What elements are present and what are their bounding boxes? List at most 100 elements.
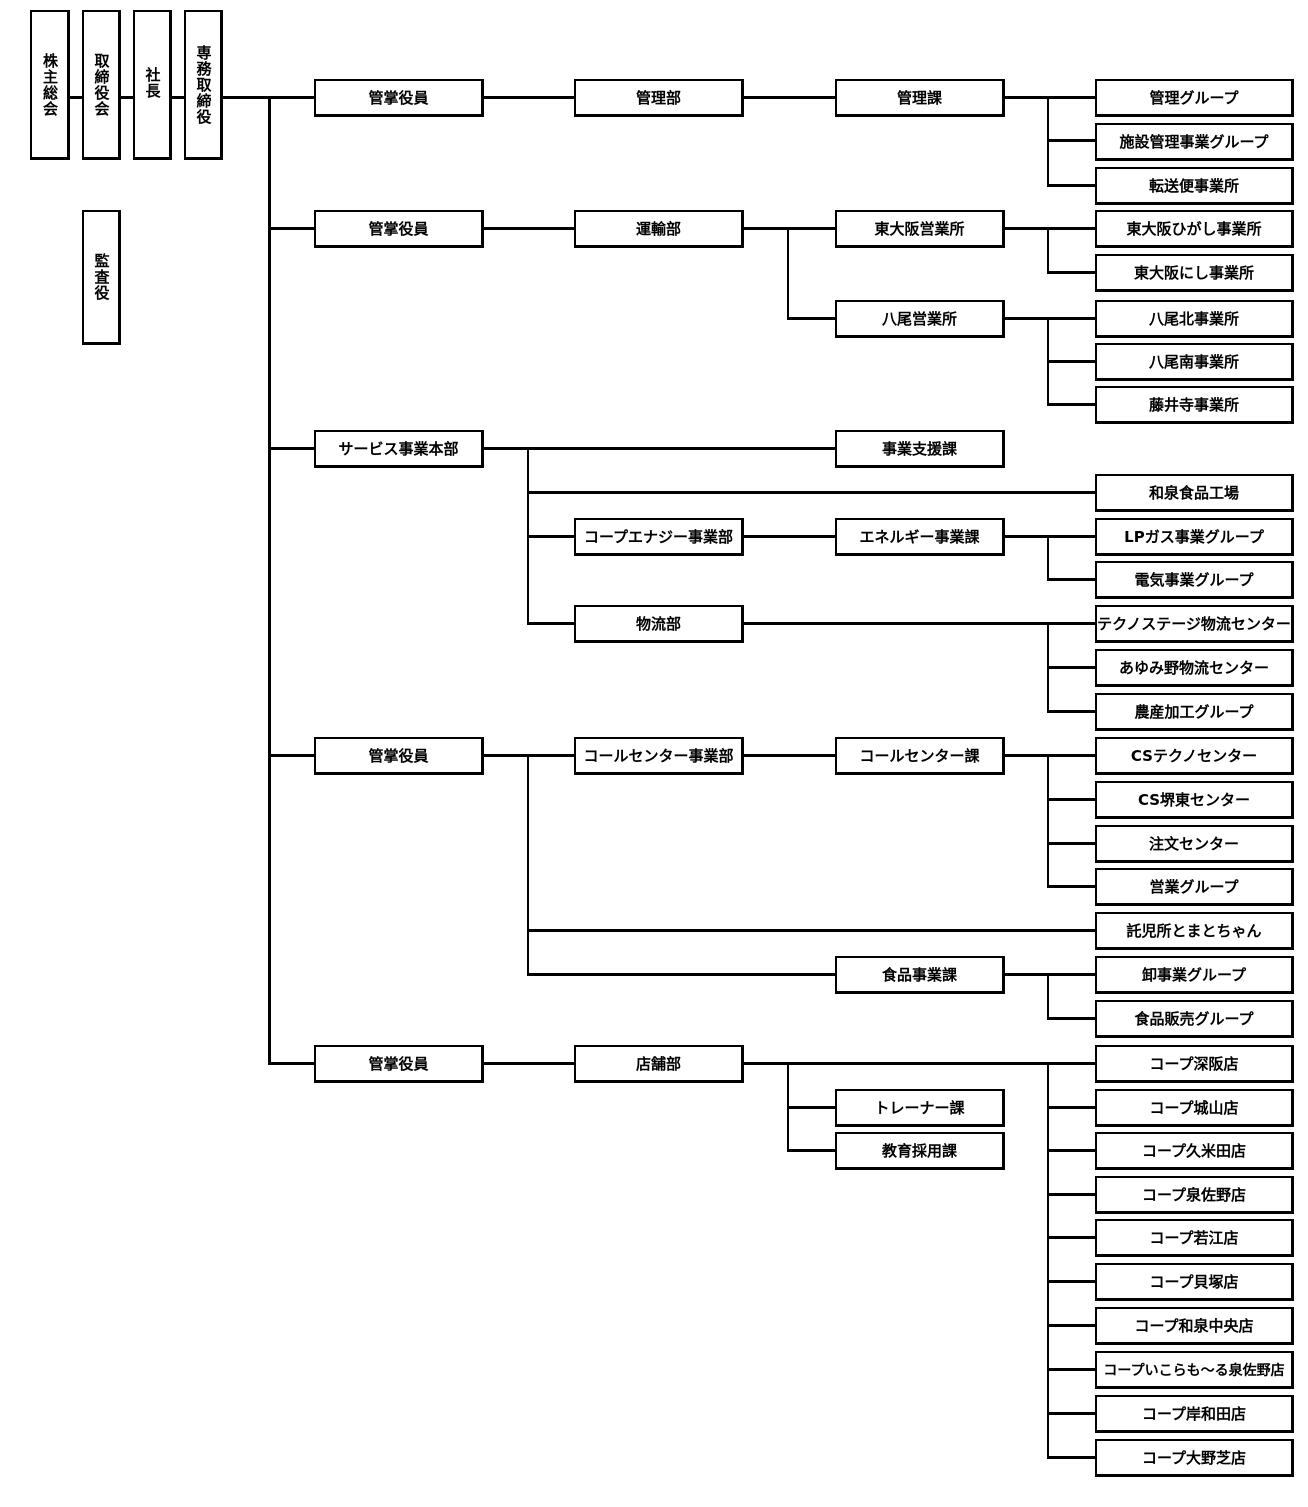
connector xyxy=(527,491,1096,494)
connector xyxy=(742,96,836,99)
president-box: 社長 xyxy=(133,10,172,160)
unit-box: 東大阪にし事業所 xyxy=(1095,254,1294,292)
store-box: コープ岸和田店 xyxy=(1095,1395,1294,1433)
connector xyxy=(1047,1368,1096,1371)
connector xyxy=(221,96,271,99)
connector xyxy=(787,317,836,320)
store-box: コープ城山店 xyxy=(1095,1089,1294,1127)
box-label: 監査役 xyxy=(92,253,111,301)
connector xyxy=(268,1062,315,1065)
connector xyxy=(1047,360,1096,363)
section-box: 教育採用課 xyxy=(835,1132,1005,1170)
unit-box: 卸事業グループ xyxy=(1095,956,1294,994)
connector xyxy=(742,227,836,230)
connector xyxy=(1047,1456,1096,1459)
unit-box: 転送便事業所 xyxy=(1095,167,1294,205)
connector xyxy=(1047,798,1096,801)
connector xyxy=(527,622,575,625)
connector xyxy=(527,973,836,976)
executive-director-box: 専務取締役 xyxy=(184,10,223,160)
branch-head-box: 管掌役員 xyxy=(314,210,484,248)
unit-box: CS堺東センター xyxy=(1095,781,1294,819)
branch-head-box: 管掌役員 xyxy=(314,737,484,775)
store-box: コープ大野芝店 xyxy=(1095,1439,1294,1477)
connector xyxy=(742,622,1096,625)
connector xyxy=(268,447,315,450)
branch-head-box: 管掌役員 xyxy=(314,1045,484,1083)
connector xyxy=(1047,227,1049,273)
connector xyxy=(268,754,315,757)
store-box: コープ深阪店 xyxy=(1095,1045,1294,1083)
store-box: コープ貝塚店 xyxy=(1095,1263,1294,1301)
connector xyxy=(268,96,271,1065)
connector xyxy=(1047,1193,1096,1196)
office-box: 八尾営業所 xyxy=(835,300,1005,338)
connector xyxy=(1047,271,1096,274)
unit-box: 電気事業グループ xyxy=(1095,561,1294,599)
box-label: 取締役会 xyxy=(92,52,111,117)
unit-box: 託児所とまとちゃん xyxy=(1095,912,1294,950)
unit-box: 営業グループ xyxy=(1095,868,1294,906)
connector xyxy=(119,96,134,99)
dept-box: コールセンター事業部 xyxy=(574,737,744,775)
connector xyxy=(742,754,836,757)
dept-box: 運輸部 xyxy=(574,210,744,248)
connector xyxy=(742,1062,1096,1065)
connector xyxy=(742,535,836,538)
connector xyxy=(1047,666,1096,669)
branch-head-box: サービス事業本部 xyxy=(314,430,484,468)
connector xyxy=(1047,1106,1096,1109)
connector xyxy=(171,96,186,99)
dept-box: 管理部 xyxy=(574,79,744,117)
connector xyxy=(268,227,315,230)
store-box: コープ久米田店 xyxy=(1095,1132,1294,1170)
connector xyxy=(787,1106,836,1109)
connector xyxy=(1047,1324,1096,1327)
unit-box: 農産加工グループ xyxy=(1095,693,1294,731)
dept-box: 物流部 xyxy=(574,605,744,643)
connector xyxy=(68,96,84,99)
connector xyxy=(1003,973,1096,976)
connector xyxy=(483,1062,575,1065)
connector xyxy=(1003,227,1096,230)
connector xyxy=(1047,1412,1096,1415)
connector xyxy=(527,754,529,975)
connector xyxy=(483,96,575,99)
unit-box: 注文センター xyxy=(1095,825,1294,863)
unit-box: 食品販売グループ xyxy=(1095,1000,1294,1038)
store-box: コープいこらも〜る泉佐野店 xyxy=(1095,1351,1294,1389)
store-box: コープ泉佐野店 xyxy=(1095,1176,1294,1214)
shareholders-meeting-box: 株主総会 xyxy=(30,10,70,160)
unit-box: 八尾北事業所 xyxy=(1095,300,1294,338)
office-box: 東大阪営業所 xyxy=(835,210,1005,248)
connector xyxy=(1047,1280,1096,1283)
unit-box: 和泉食品工場 xyxy=(1095,474,1294,512)
connector xyxy=(1047,535,1049,580)
connector xyxy=(1047,184,1096,187)
unit-box: 施設管理事業グループ xyxy=(1095,123,1294,161)
section-box: トレーナー課 xyxy=(835,1089,1005,1127)
unit-box: LPガス事業グループ xyxy=(1095,518,1294,556)
box-label: 株主総会 xyxy=(41,52,59,117)
section-box: 管理課 xyxy=(835,79,1005,117)
connector xyxy=(1003,754,1096,757)
dept-box: コープエナジー事業部 xyxy=(574,518,744,556)
dept-box: 店舗部 xyxy=(574,1045,744,1083)
section-box: 食品事業課 xyxy=(835,956,1005,994)
box-label: 専務取締役 xyxy=(194,44,213,125)
connector xyxy=(1003,535,1096,538)
auditor-box: 監査役 xyxy=(82,210,121,345)
store-box: コープ若江店 xyxy=(1095,1219,1294,1257)
connector xyxy=(787,227,789,320)
board-box: 取締役会 xyxy=(82,10,121,160)
unit-box: 八尾南事業所 xyxy=(1095,343,1294,381)
connector xyxy=(483,447,836,450)
connector xyxy=(1047,578,1096,581)
connector xyxy=(1047,139,1096,142)
connector xyxy=(1003,96,1096,99)
box-label: 社長 xyxy=(143,67,162,99)
connector xyxy=(787,1149,836,1152)
connector xyxy=(1047,754,1049,888)
section-box: コールセンター課 xyxy=(835,737,1005,775)
